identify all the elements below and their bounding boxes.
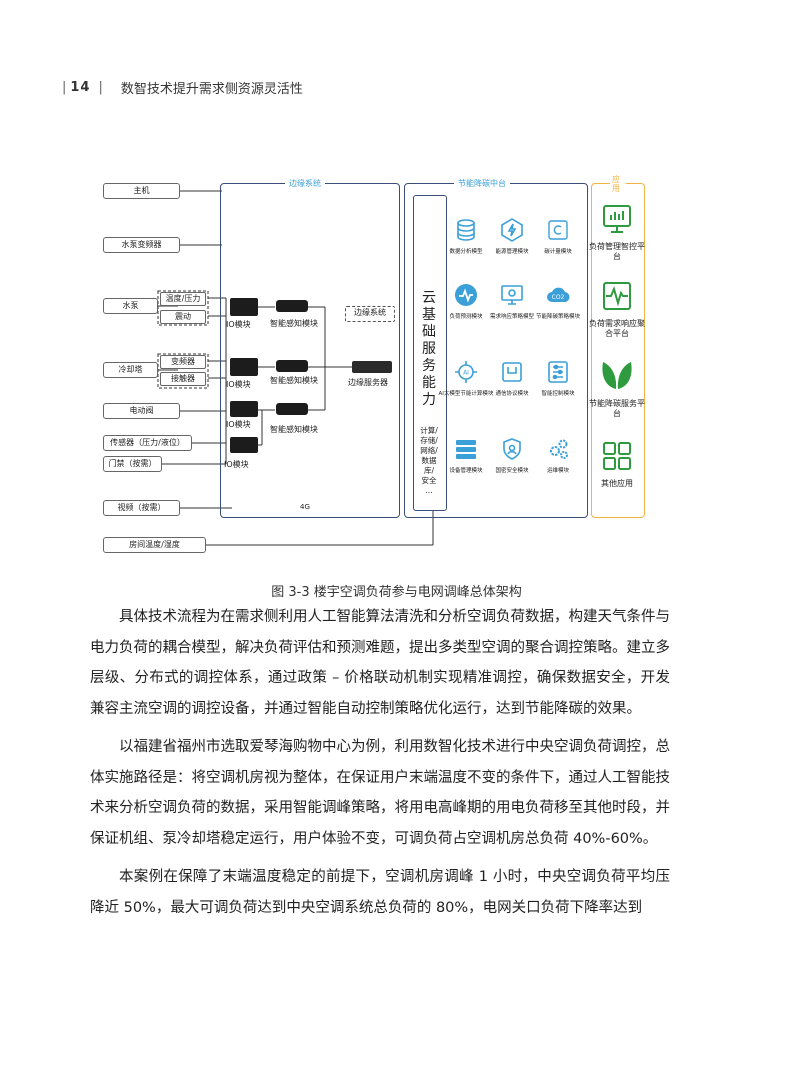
page-header: | 14 | 数智技术提升需求侧资源灵活性	[62, 80, 303, 97]
middle-platform-title: 节能降碳中台	[454, 178, 510, 189]
io-label: IO模块	[226, 420, 251, 429]
sensing-label: 智能感知模块	[270, 376, 318, 385]
io-label: IO模块	[226, 320, 251, 329]
left-box-sensor: 传感器（压力/液位）	[103, 435, 192, 451]
left-box-video: 视频（按需）	[103, 500, 180, 516]
security-icon	[503, 438, 521, 460]
module-control: 智能控制模块	[528, 360, 588, 398]
grid-icon	[603, 442, 631, 470]
energy-icon	[501, 218, 523, 242]
wave-icon	[603, 282, 631, 310]
io-module-device	[230, 358, 258, 376]
cloud-subtitle: 计算/ 存储/ 网络/ 数据 库/ 安全 ...	[420, 426, 438, 495]
app-carbon-service: 节能降碳服务平台	[589, 356, 645, 419]
module-carbon: 碳计量模块	[528, 218, 588, 256]
svg-text:CO2: CO2	[552, 294, 565, 301]
left-box-host: 主机	[103, 183, 180, 199]
paragraph: 以福建省福州市选取爱琴海购物中心为例，利用数智化技术进行中央空调负荷调控，总体实…	[90, 739, 670, 847]
left-box-electric-valve: 电动阀	[103, 403, 180, 419]
io-module-device	[230, 437, 258, 453]
sensing-label: 智能感知模块	[270, 319, 318, 328]
module-ops: 运维模块	[528, 437, 588, 475]
device-icon	[456, 440, 476, 459]
architecture-diagram: 主机 水泵变频器 水泵 冷却塔 电动阀 传感器（压力/液位） 门禁（按需） 视频…	[103, 175, 645, 553]
edge-server-device	[352, 361, 392, 373]
pump-sub-temp: 温度/压力	[160, 292, 206, 306]
database-icon	[457, 219, 475, 241]
page-number: 14	[70, 80, 91, 95]
cloud-service-box	[413, 195, 447, 511]
paragraph: 本案例在保障了末端温度稳定的前提下，空调机房调峰 1 小时，中央空调负荷平均压降…	[90, 869, 670, 916]
forecast-icon	[455, 284, 477, 306]
left-box-pump-vfd: 水泵变频器	[103, 237, 180, 253]
left-box-access: 门禁（按需）	[103, 456, 162, 472]
ai-icon: AI	[455, 361, 477, 383]
edge-system-title: 边缘系统	[285, 178, 325, 189]
carbon-icon	[548, 220, 568, 240]
app-load-platform: 负荷管理智控平台	[589, 203, 645, 262]
cloud-title: 云 基 础 服 务 能 力	[422, 290, 436, 408]
io-label: IO模块	[224, 460, 249, 469]
left-box-cooling-tower: 冷却塔	[103, 362, 158, 378]
load-platform-icon	[603, 205, 631, 233]
module-co2: CO2 节能降碳策略模块	[528, 283, 588, 321]
sensing-module-device	[276, 403, 308, 415]
module-device-mgmt: 设备管理模块	[436, 437, 496, 475]
control-icon	[548, 361, 568, 383]
module-energy: 能源管理模块	[482, 218, 542, 256]
sensing-module-device	[276, 360, 308, 372]
leaf-icon	[602, 362, 632, 389]
protocol-icon	[502, 362, 522, 382]
left-box-room-temp: 房间温度/湿度	[103, 537, 206, 553]
demand-icon	[501, 285, 523, 305]
pump-sub-vibration: 震动	[160, 310, 206, 324]
co2-icon: CO2	[547, 287, 570, 303]
body-text: 具体技术流程为在需求侧利用人工智能算法清洗和分析空调负荷数据，构建天气条件与电力…	[90, 602, 670, 923]
app-other: 其他应用	[589, 440, 645, 489]
module-forecast: 负荷预测模块	[436, 283, 496, 321]
paragraph: 具体技术流程为在需求侧利用人工智能算法清洗和分析空调负荷数据，构建天气条件与电力…	[90, 609, 670, 717]
svg-text:AI: AI	[463, 370, 469, 377]
left-box-pump: 水泵	[103, 298, 158, 314]
module-data-analysis: 数据分析模型	[436, 218, 496, 256]
app-demand-response: 负荷需求响应聚合平台	[589, 280, 645, 339]
sensing-label: 智能感知模块	[270, 425, 318, 434]
io-module-device	[230, 401, 258, 417]
net-4g-label: 4G	[300, 503, 310, 511]
edge-system-dashed-box: 边缘系统	[345, 306, 395, 322]
running-title: 数智技术提升需求侧资源灵活性	[120, 82, 303, 97]
io-module-device	[230, 298, 258, 316]
sensing-module-device	[276, 300, 308, 312]
figure-caption: 图 3-3 楼宇空调负荷参与电网调峰总体架构	[271, 585, 522, 600]
module-protocol: 通信协议模块	[482, 360, 542, 398]
ops-icon	[550, 439, 568, 459]
module-ai: AI AI大模型节能计算模块	[436, 360, 496, 398]
tower-sub-contactor: 接触器	[160, 372, 206, 386]
tower-sub-vfd: 变频器	[160, 355, 206, 369]
module-security: 国密安全模块	[482, 437, 542, 475]
edge-server-label: 边缘服务器	[348, 378, 388, 387]
module-demand: 需求响应策略模型	[482, 283, 542, 321]
io-label: IO模块	[226, 380, 251, 389]
apps-title: 应用	[610, 175, 626, 193]
